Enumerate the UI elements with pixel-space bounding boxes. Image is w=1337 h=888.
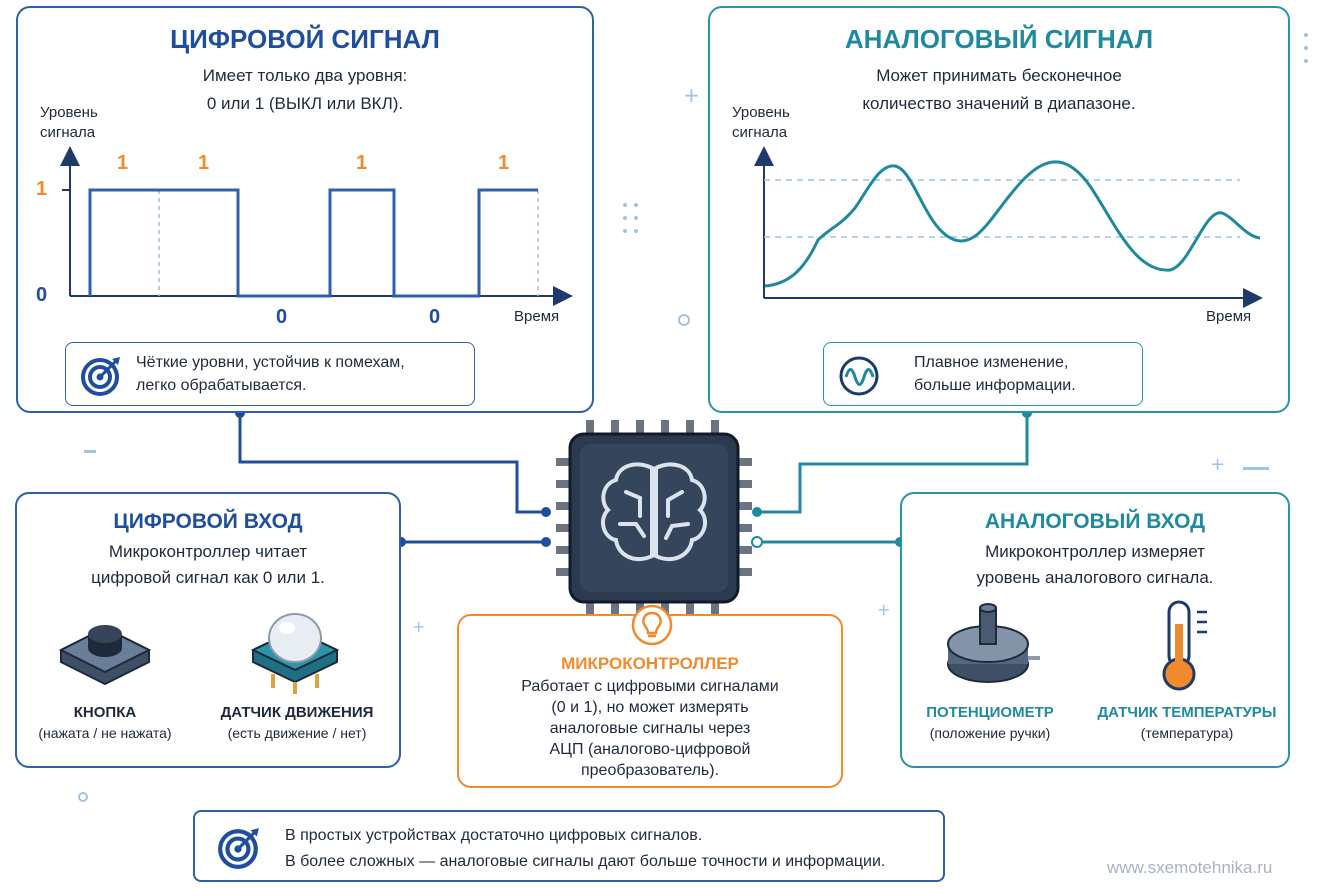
button-name: КНОПКА xyxy=(73,704,137,721)
y-tick-low: 0 xyxy=(36,284,48,306)
analog-note-line-2: больше информации. xyxy=(914,377,1076,394)
potentiometer-sub: (положение ручки) xyxy=(929,725,1051,741)
digital-note-line-2: легко обрабатывается. xyxy=(136,377,307,394)
y-axis-label-1: Уровень xyxy=(40,104,98,121)
analog-signal-title: АНАЛОГОВЫЙ СИГНАЛ xyxy=(844,24,1154,54)
analog-note: Плавное изменение, больше информации. xyxy=(823,342,1143,406)
y-tick-high: 1 xyxy=(36,178,48,200)
analog-input-panel: АНАЛОГОВЫЙ ВХОД Микроконтроллер измеряет… xyxy=(900,492,1290,768)
analog-signal-chart xyxy=(754,146,1263,308)
microcontroller-line: Работает с цифровыми сигналами xyxy=(521,678,779,695)
button-item: КНОПКА (нажата / не нажата) xyxy=(25,704,185,741)
svg-text:+: + xyxy=(1210,454,1225,475)
high-label: 1 xyxy=(117,152,129,174)
svg-text:+: + xyxy=(683,83,700,107)
digital-signal-panel: ЦИФРОВОЙ СИГНАЛ Имеет только два уровня:… xyxy=(16,6,594,413)
x-axis-label: Время xyxy=(1206,308,1252,325)
y-axis-label-1: Уровень xyxy=(732,104,790,121)
microcontroller-line: аналоговые сигналы через xyxy=(549,720,751,737)
summary-line-1: В простых устройствах достаточно цифровы… xyxy=(285,827,703,844)
high-label: 1 xyxy=(356,152,368,174)
watermark: www.sxemotehnika.ru xyxy=(1107,858,1273,877)
digital-signal-desc-2: 0 или 1 (ВЫКЛ или ВКЛ). xyxy=(206,94,404,113)
digital-note: Чёткие уровни, устойчив к помехам, легко… xyxy=(65,342,475,406)
thermometer-sub: (температура) xyxy=(1140,725,1234,741)
svg-text:+: + xyxy=(877,600,890,619)
microcontroller-line: преобразователь). xyxy=(580,762,720,779)
potentiometer-icon xyxy=(947,603,1040,683)
motion-item: ДАТЧИК ДВИЖЕНИЯ (есть движение / нет) xyxy=(207,704,387,741)
microcontroller-panel: МИКРОКОНТРОЛЛЕР Работает с цифровыми сиг… xyxy=(457,604,843,788)
microcontroller-line: АЦП (аналогово-цифровой xyxy=(549,741,751,758)
y-axis-label-2: сигнала xyxy=(40,124,96,141)
digital-input-title: ЦИФРОВОЙ ВХОД xyxy=(113,510,303,533)
microcontroller-title: МИКРОКОНТРОЛЛЕР xyxy=(561,654,739,673)
target-icon xyxy=(218,828,259,869)
summary-box: В простых устройствах достаточно цифровы… xyxy=(193,810,945,882)
thermometer-item: ДАТЧИК ТЕМПЕРАТУРЫ (температура) xyxy=(1087,704,1287,741)
push-button-icon xyxy=(58,625,152,686)
analog-input-title: АНАЛОГОВЫЙ ВХОД xyxy=(984,510,1206,533)
analog-signal-desc-2: количество значений в диапазоне. xyxy=(862,94,1136,113)
svg-text:+: + xyxy=(412,617,425,636)
digital-note-line-1: Чёткие уровни, устойчив к помехам, xyxy=(136,354,405,371)
analog-signal-desc-1: Может принимать бесконечное xyxy=(876,66,1122,85)
potentiometer-name: ПОТЕНЦИОМЕТР xyxy=(926,704,1054,721)
button-sub: (нажата / не нажата) xyxy=(38,725,172,741)
analog-note-line-1: Плавное изменение, xyxy=(914,354,1069,371)
thermometer-name: ДАТЧИК ТЕМПЕРАТУРЫ xyxy=(1097,704,1277,721)
motion-name: ДАТЧИК ДВИЖЕНИЯ xyxy=(220,704,374,721)
target-icon xyxy=(81,357,120,396)
digital-signal-chart xyxy=(60,146,573,306)
high-label: 1 xyxy=(498,152,510,174)
digital-input-desc-2: цифровой сигнал как 0 или 1. xyxy=(91,568,325,587)
summary-line-2: В более сложных — аналоговые сигналы даю… xyxy=(285,853,886,870)
digital-input-panel: ЦИФРОВОЙ ВХОД Микроконтроллер читает циф… xyxy=(15,492,401,768)
digital-signal-title: ЦИФРОВОЙ СИГНАЛ xyxy=(170,24,440,54)
potentiometer-item: ПОТЕНЦИОМЕТР (положение ручки) xyxy=(910,704,1070,741)
wave-icon xyxy=(839,356,879,396)
analog-input-desc-2: уровень аналогового сигнала. xyxy=(976,568,1214,587)
low-label: 0 xyxy=(276,306,288,328)
analog-signal-panel: АНАЛОГОВЫЙ СИГНАЛ Может принимать бескон… xyxy=(708,6,1290,413)
brain-chip-icon xyxy=(556,420,752,616)
high-label: 1 xyxy=(198,152,210,174)
y-axis-label-2: сигнала xyxy=(732,124,788,141)
motion-sub: (есть движение / нет) xyxy=(227,725,367,741)
x-axis-label: Время xyxy=(514,308,560,325)
thermometer-icon xyxy=(1162,600,1207,691)
analog-input-desc-1: Микроконтроллер измеряет xyxy=(985,542,1205,561)
digital-signal-desc-1: Имеет только два уровня: xyxy=(202,66,408,85)
microcontroller-line: (0 и 1), но может измерять xyxy=(551,699,749,716)
digital-input-desc-1: Микроконтроллер читает xyxy=(108,542,308,561)
lightbulb-icon xyxy=(631,604,673,646)
motion-sensor-icon xyxy=(250,613,340,694)
low-label: 0 xyxy=(429,306,441,328)
